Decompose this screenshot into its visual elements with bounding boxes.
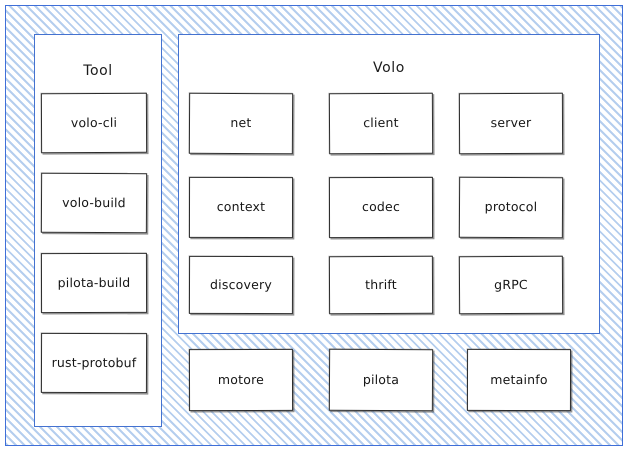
panel-tool-title: Tool bbox=[83, 63, 113, 79]
node-volo-build[interactable]: volo-build bbox=[40, 172, 148, 234]
node-net[interactable]: net bbox=[188, 92, 294, 155]
node-rust-protobuf[interactable]: rust-protobuf bbox=[40, 332, 148, 394]
node-protocol[interactable]: protocol bbox=[458, 176, 564, 239]
node-volo-cli[interactable]: volo-cli bbox=[40, 92, 148, 154]
node-label: gRPC bbox=[494, 276, 528, 292]
node-label: codec bbox=[361, 199, 401, 215]
node-metainfo[interactable]: metainfo bbox=[466, 348, 572, 412]
node-label: protocol bbox=[484, 198, 538, 215]
node-label: pilota-build bbox=[57, 274, 131, 290]
node-label: volo-build bbox=[62, 194, 126, 210]
node-context[interactable]: context bbox=[188, 176, 294, 239]
node-label: server bbox=[490, 115, 532, 131]
node-grpc[interactable]: gRPC bbox=[458, 255, 564, 315]
node-label: motore bbox=[217, 371, 265, 387]
node-label: volo-cli bbox=[70, 114, 118, 130]
node-pilota[interactable]: pilota bbox=[328, 348, 434, 412]
node-label: discovery bbox=[210, 276, 272, 292]
node-thrift[interactable]: thrift bbox=[328, 255, 434, 315]
node-label: context bbox=[216, 199, 266, 215]
outer-hatched-region: Tool Volo volo-cli volo-build pilota-bui… bbox=[5, 5, 623, 446]
node-motore[interactable]: motore bbox=[188, 348, 294, 412]
node-label: net bbox=[230, 115, 252, 131]
node-label: pilota bbox=[362, 371, 400, 387]
node-client[interactable]: client bbox=[328, 92, 434, 155]
node-label: rust-protobuf bbox=[51, 354, 137, 370]
node-label: thrift bbox=[365, 276, 397, 292]
node-pilota-build[interactable]: pilota-build bbox=[40, 252, 148, 314]
panel-volo-title: Volo bbox=[373, 60, 405, 76]
node-label: client bbox=[363, 115, 399, 131]
node-label: metainfo bbox=[490, 371, 548, 387]
node-codec[interactable]: codec bbox=[328, 176, 434, 239]
node-discovery[interactable]: discovery bbox=[188, 255, 294, 315]
node-server[interactable]: server bbox=[458, 92, 564, 155]
